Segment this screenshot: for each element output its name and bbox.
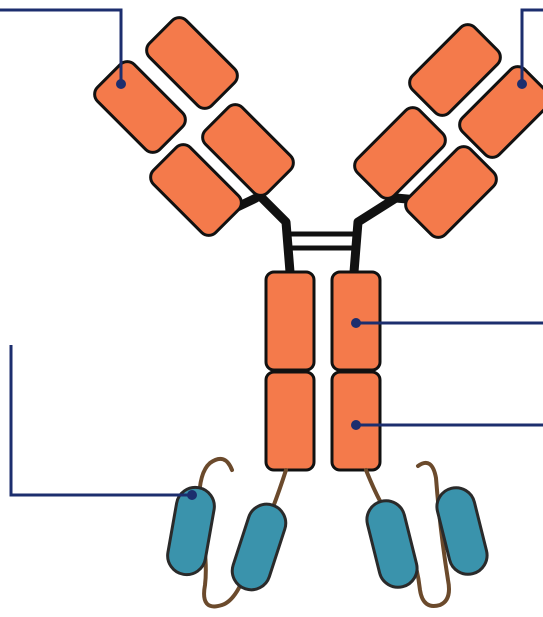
hinge-region — [231, 198, 418, 272]
stem-left-upper-domain — [266, 272, 314, 370]
attached-domain-left-inner — [227, 499, 290, 594]
leader-dot-top-left — [116, 79, 126, 89]
leader-dot-stem-upper — [351, 318, 361, 328]
stem-left-lower-domain — [266, 372, 314, 470]
attached-domain-right-inner — [363, 497, 421, 592]
stem-region — [266, 272, 380, 470]
leader-line-bottom-left — [11, 345, 192, 495]
leader-dot-bottom-left — [187, 490, 197, 500]
leader-dot-stem-lower — [351, 420, 361, 430]
leader-line-top-left — [0, 10, 121, 84]
leader-dot-top-right — [517, 79, 527, 89]
attached-domain-right-outer — [433, 484, 491, 579]
